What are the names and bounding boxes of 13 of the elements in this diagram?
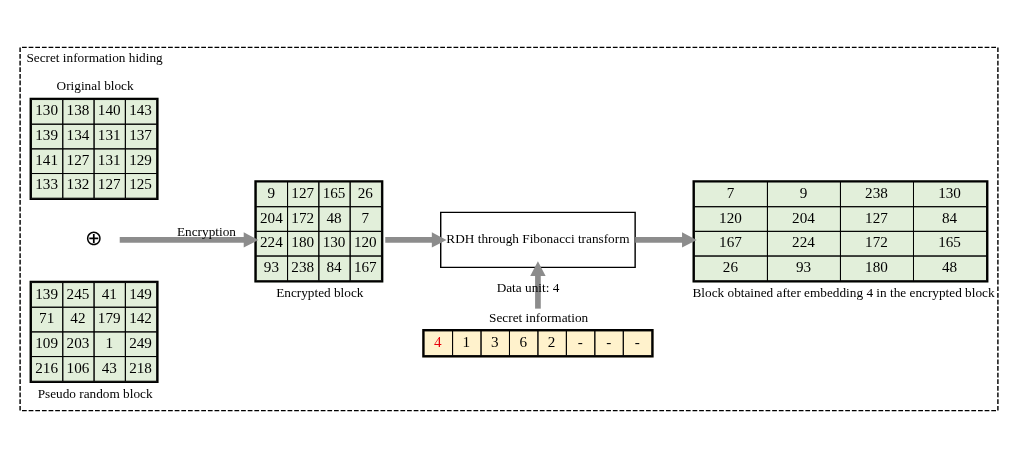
node-label: Encrypted block	[276, 284, 364, 300]
node-box: RDH through Fibonacci transform	[440, 211, 636, 268]
node-text: ⊕	[85, 225, 104, 250]
edge-label: Data unit: 4	[496, 279, 560, 295]
node-label: Secret information	[489, 309, 589, 325]
arrow	[385, 231, 447, 248]
edge-label: Encryption	[176, 223, 236, 239]
arrow	[119, 231, 259, 248]
node-label: Block obtained after embedding 4 in the encrypted block	[692, 284, 995, 300]
arrow	[530, 260, 546, 309]
arrow	[635, 231, 697, 248]
node-label: Pseudo random block	[37, 385, 153, 401]
node-label: Original block	[56, 77, 134, 93]
